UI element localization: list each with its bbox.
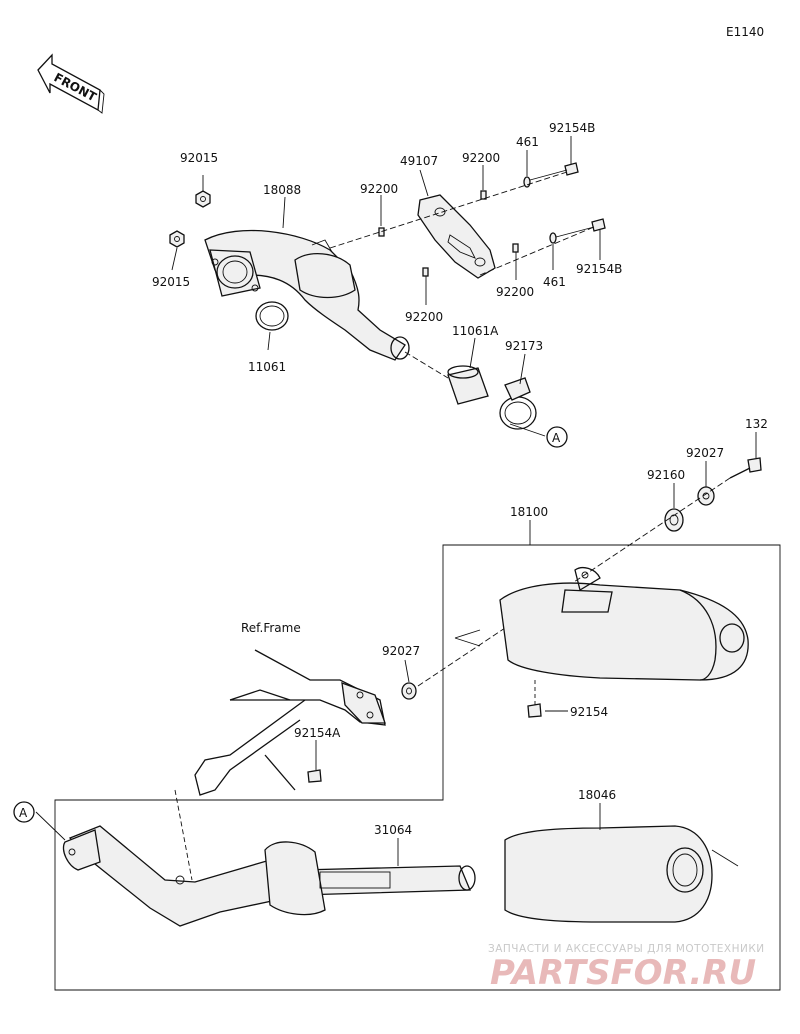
label-92027-b: 92027	[382, 644, 420, 658]
bolt-92154B-b	[555, 218, 606, 238]
watermark-tagline: ЗАПЧАСТИ И АКСЕССУАРЫ ДЛЯ МОТОТЕХНИКИ	[488, 943, 765, 955]
label-461-b: 461	[543, 275, 566, 289]
label-92200-d: 92200	[405, 310, 443, 324]
heat-guard-49107	[417, 194, 496, 279]
label-18088: 18088	[263, 183, 301, 197]
front-label: FRONT	[52, 70, 100, 104]
callout-a-upper: A	[546, 426, 568, 448]
label-92015-a: 92015	[180, 151, 218, 165]
washer-461-b	[549, 232, 557, 244]
collar-92200-a	[378, 227, 385, 237]
label-92027-a: 92027	[686, 446, 724, 460]
leader-lines	[35, 136, 757, 866]
label-461-a: 461	[516, 135, 539, 149]
washer-461-a	[523, 176, 531, 188]
header-pipe-18088	[204, 229, 410, 361]
nut-92015-a	[195, 190, 211, 208]
label-92154: 92154	[570, 705, 608, 719]
label-31064: 31064	[374, 823, 412, 837]
bolt-92154A	[307, 769, 322, 783]
collar-92200-c	[512, 243, 519, 253]
bolt-92154B-a	[529, 162, 579, 181]
callout-a-lower: A	[13, 801, 35, 823]
washer-92027-b	[401, 682, 417, 700]
nut-92015-b	[169, 230, 185, 248]
washer-92027-a	[697, 486, 715, 506]
collar-92200-d	[422, 267, 429, 277]
label-49107: 49107	[400, 154, 438, 168]
label-92015-b: 92015	[152, 275, 190, 289]
label-92154B-a: 92154B	[549, 121, 595, 135]
frame-reference	[194, 649, 386, 796]
label-132: 132	[745, 417, 768, 431]
svg-text:A: A	[552, 431, 561, 445]
clamp-92173	[499, 377, 537, 430]
label-11061: 11061	[248, 360, 286, 374]
label-92200-b: 92200	[462, 151, 500, 165]
label-92154B-b: 92154B	[576, 262, 622, 276]
label-18046: 18046	[578, 788, 616, 802]
label-92200-a: 92200	[360, 182, 398, 196]
bolt-132	[729, 457, 762, 479]
label-92173: 92173	[505, 339, 543, 353]
diagram-code: E1140	[726, 25, 764, 39]
watermark-logo: PARTSFOR.RU	[490, 953, 756, 993]
label-11061A: 11061A	[452, 324, 499, 338]
bolt-92154	[527, 678, 542, 718]
label-92160: 92160	[647, 468, 685, 482]
muffler-18100	[454, 567, 749, 681]
collar-92200-b	[480, 190, 487, 200]
silencer-cover-18046	[504, 825, 739, 923]
exhaust-pipe-31064	[62, 825, 476, 927]
gasket-11061	[255, 301, 289, 331]
label-92200-c: 92200	[496, 285, 534, 299]
assembly-boundary-box	[54, 544, 781, 991]
connector-11061A	[447, 365, 489, 405]
label-92154A: 92154A	[294, 726, 341, 740]
svg-text:A: A	[19, 806, 28, 820]
ref-frame-label: Ref.Frame	[241, 621, 301, 635]
front-arrow-icon: FRONT	[37, 53, 105, 114]
label-18100: 18100	[510, 505, 548, 519]
